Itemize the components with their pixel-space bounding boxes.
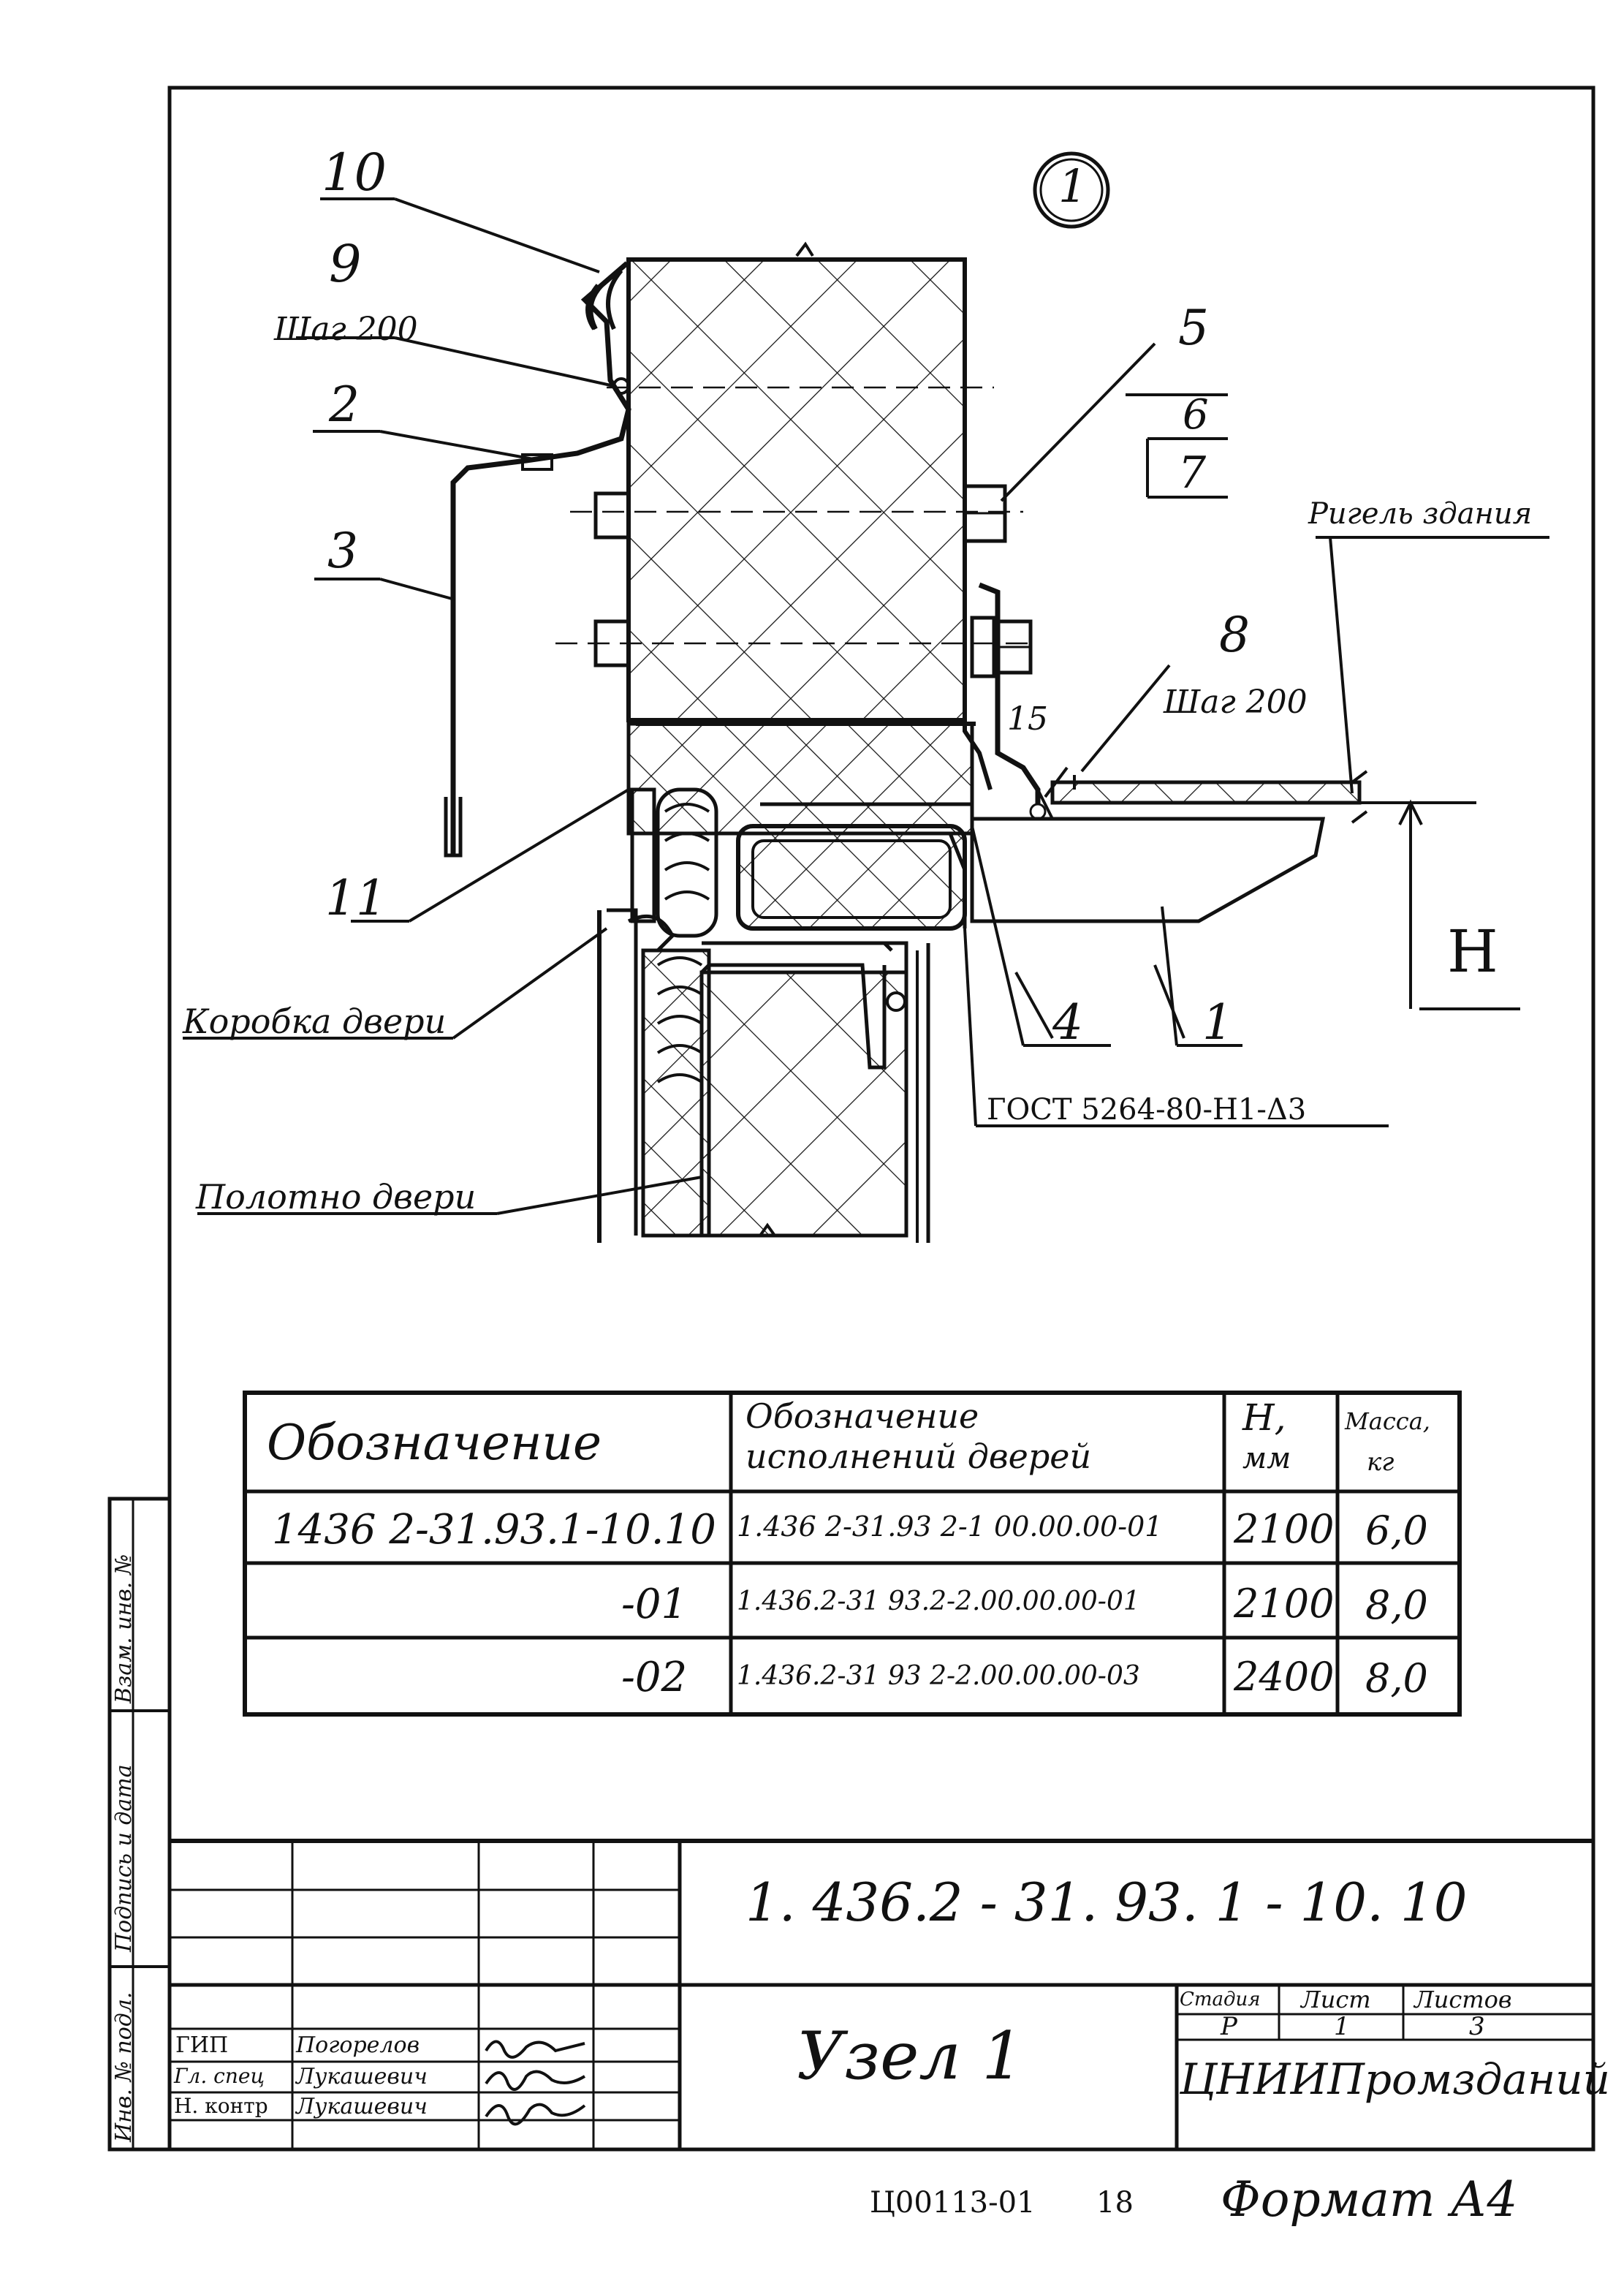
door-frame-label: Коробка двери [183, 1002, 447, 1041]
flashing [444, 261, 631, 858]
callout-4: 4 [1052, 994, 1083, 1051]
header-designation: Обозначение [267, 1415, 602, 1471]
detail-marker-circle [1033, 151, 1110, 229]
row1-designation: 1436 2-31.93.1-10.10 [272, 1506, 716, 1554]
side-inv-orig: Инв. № подл. [111, 1991, 137, 2142]
side-stamp-grid [107, 1497, 172, 2152]
signatures [485, 2040, 586, 2126]
role-gl-spec: Гл. спец [174, 2064, 265, 2088]
header-h-1: Н, [1242, 1396, 1286, 1439]
name-gl-spec: Лукашевич [296, 2064, 428, 2089]
organization: ЦНИИПромзданий [1180, 2054, 1610, 2104]
header-door-variant-1: Обозначение [745, 1396, 979, 1436]
dimension-h-label: Н [1447, 918, 1498, 986]
sheets-label: Листов [1414, 1986, 1512, 2013]
spec-table-grid [243, 1391, 1462, 1717]
detail-marker-number: 1 [1058, 159, 1088, 213]
header-door-variant-2: исполнений дверей [745, 1437, 1092, 1476]
callout-6: 6 [1183, 391, 1209, 439]
callout-7: 7 [1178, 447, 1207, 499]
callout-11: 11 [325, 870, 387, 926]
row3-door: 1.436.2-31 93 2-2.00.00.00-03 [737, 1661, 1140, 1691]
callout-3: 3 [327, 523, 358, 579]
row3-mass: 8,0 [1365, 1655, 1428, 1701]
callout-2: 2 [329, 377, 360, 433]
footer-page: 18 [1096, 2186, 1134, 2220]
footer-format: Формат А4 [1221, 2171, 1518, 2228]
door-frame-box [736, 824, 967, 931]
door-leaf [597, 908, 930, 1243]
callout-5: 5 [1178, 300, 1209, 356]
sheet-frame [167, 86, 1595, 2152]
row2-door: 1.436.2-31 93.2-2.00.00.00-01 [737, 1586, 1140, 1616]
row1-h: 2100 [1234, 1506, 1335, 1552]
callout-9: 9 [329, 234, 362, 294]
bolts [593, 484, 1033, 678]
sheet-value: 1 [1334, 2012, 1350, 2041]
doc-number: 1. 436.2 - 31. 93. 1 - 10. 10 [745, 1872, 1468, 1933]
row3-designation: -02 [621, 1654, 688, 1701]
sheet-label: Лист [1301, 1986, 1371, 2013]
side-sign-date: Подпись и дата [111, 1764, 137, 1952]
hinge-seal [630, 787, 718, 938]
role-n-kontr: Н. контр [174, 2094, 268, 2118]
row2-mass: 8,0 [1365, 1582, 1428, 1628]
row1-mass: 6,0 [1365, 1508, 1428, 1554]
dimension-h [1345, 770, 1520, 1010]
drawing-title: Узел 1 [797, 2018, 1024, 2095]
title-block-grid [170, 1839, 1593, 2149]
side-inv-replace: Взам. инв. № [111, 1554, 137, 1703]
gost-weld-label: ГОСТ 5264-80-Н1-Δ3 [987, 1093, 1307, 1127]
stage-value: Р [1221, 2012, 1237, 2041]
header-h-2: мм [1242, 1442, 1291, 1475]
name-n-kontr: Лукашевич [296, 2094, 428, 2119]
rigel-beam [970, 780, 1362, 923]
row1-door: 1.436 2-31.93 2-1 00.00.00-01 [737, 1510, 1163, 1543]
callout-8-step: Шаг 200 [1164, 684, 1308, 721]
door-leaf-label: Полотно двери [196, 1177, 477, 1217]
role-gip: ГИП [175, 2032, 229, 2058]
name-gip: Погорелов [296, 2032, 420, 2058]
sheets-value: 3 [1469, 2012, 1485, 2041]
callout-1: 1 [1202, 994, 1233, 1051]
leader-lines [183, 197, 1549, 1215]
lintel [626, 722, 974, 836]
row3-h: 2400 [1234, 1654, 1335, 1700]
rigel-label: Ригель здания [1308, 497, 1533, 531]
header-mass-2: кг [1367, 1448, 1395, 1477]
callout-15: 15 [1007, 700, 1048, 738]
header-mass-1: Масса, [1345, 1407, 1430, 1435]
wall-panel [555, 241, 1038, 722]
callout-10: 10 [322, 143, 387, 203]
row2-designation: -01 [621, 1581, 688, 1628]
callout-8: 8 [1219, 607, 1250, 663]
row2-h: 2100 [1234, 1581, 1335, 1627]
stage-label: Стадия [1180, 1989, 1261, 2010]
footer-code: Ц00113-01 [870, 2186, 1036, 2220]
callout-9-step: Шаг 200 [274, 311, 418, 348]
